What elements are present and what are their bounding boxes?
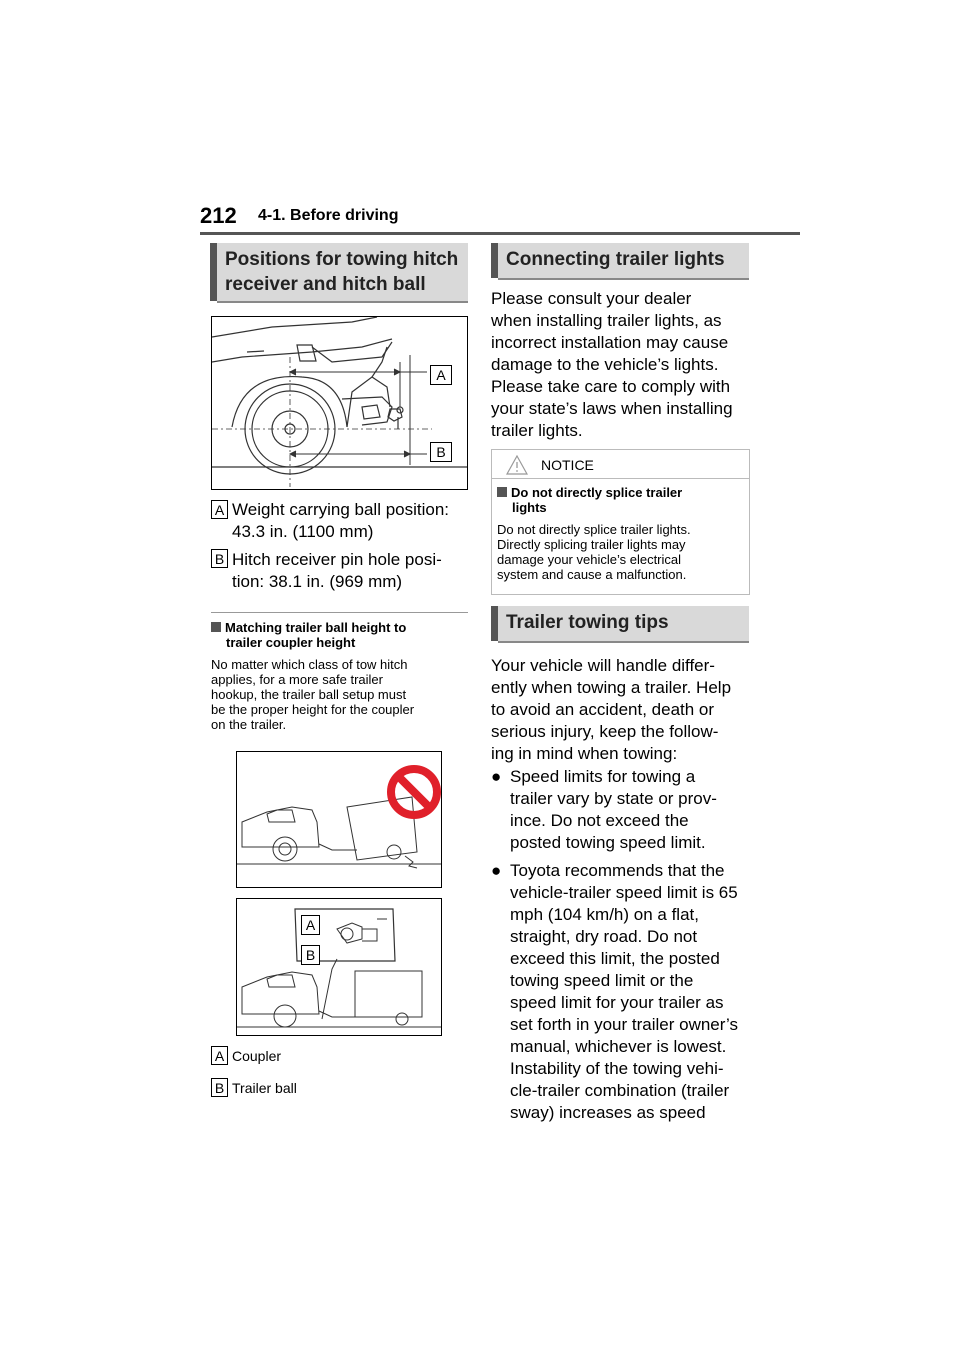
- notice-item-body: Do not directly splice trailer lights. D…: [497, 522, 691, 582]
- hitch-position-figure: A B: [211, 316, 468, 490]
- notice-divider: [492, 478, 749, 479]
- legend-trailer-ball: Trailer ball: [232, 1080, 297, 1096]
- legend-b-line-1: Hitch receiver pin hole posi-: [232, 550, 442, 569]
- correct-hitch-figure: A B: [236, 898, 442, 1036]
- legend-key-b: B: [211, 1078, 228, 1097]
- vehicle-rear-side-illustration: [211, 316, 467, 487]
- bullet-icon: ●: [491, 861, 502, 880]
- notice-box: NOTICE Do not directly splice trailer li…: [491, 449, 750, 595]
- warning-triangle-icon: [506, 455, 528, 475]
- legend-b-line-2: tion: 38.1 in. (969 mm): [232, 572, 403, 591]
- legend-a-line-1: Weight carrying ball position:: [232, 500, 450, 519]
- notice-title: NOTICE: [541, 457, 594, 473]
- correct-trailer-illustration: [237, 908, 441, 1028]
- legend-key-b: B: [211, 549, 228, 568]
- legend-b-text: Hitch receiver pin hole posi- tion: 38.1…: [232, 549, 442, 593]
- figure-label-b: B: [301, 945, 320, 965]
- legend-coupler: Coupler: [232, 1048, 282, 1064]
- header-rule: [200, 232, 800, 235]
- legend-key-a: A: [211, 500, 228, 519]
- legend-key-a: A: [211, 1046, 228, 1065]
- heading-connecting-trailer-lights: Connecting trailer lights: [491, 243, 749, 280]
- prohibited-icon: [387, 765, 441, 819]
- sub-section-rule: [211, 612, 468, 613]
- sub-body: No matter which class of tow hitch appli…: [211, 657, 415, 732]
- figure-label-b: B: [430, 442, 452, 462]
- incorrect-hitch-figure: [236, 751, 442, 888]
- figure-label-a: A: [301, 915, 320, 935]
- section-title: 4-1. Before driving: [258, 207, 399, 224]
- notice-item-title: Do not directly splice trailer lights: [497, 485, 682, 515]
- sub-heading: Matching trailer ball height to trailer …: [211, 620, 406, 650]
- legend-a-text: Weight carrying ball position: 43.3 in. …: [232, 499, 449, 543]
- page-number: 212: [200, 203, 237, 228]
- incorrect-trailer-illustration: [237, 765, 441, 869]
- heading-line-2: receiver and hitch ball: [225, 274, 426, 295]
- square-bullet-icon: [211, 622, 221, 632]
- heading-trailer-towing-tips: Trailer towing tips: [491, 606, 749, 643]
- bullet-speed-limits: Speed limits for towing a trailer vary b…: [510, 767, 717, 852]
- bullet-toyota-recommends: Toyota recommends that the vehicle-trail…: [510, 861, 739, 1122]
- towing-tips-paragraph: Your vehicle will handle differ- ently w…: [491, 656, 732, 763]
- legend-a-line-2: 43.3 in. (1100 mm): [232, 522, 374, 541]
- square-bullet-icon: [497, 487, 507, 497]
- figure-label-a: A: [430, 365, 452, 385]
- heading-towing-hitch-positions: Positions for towing hitch receiver and …: [210, 243, 468, 303]
- bullet-icon: ●: [491, 767, 502, 786]
- trailer-lights-paragraph: Please consult your dealer when installi…: [491, 289, 733, 440]
- heading-line-1: Positions for towing hitch: [225, 249, 459, 270]
